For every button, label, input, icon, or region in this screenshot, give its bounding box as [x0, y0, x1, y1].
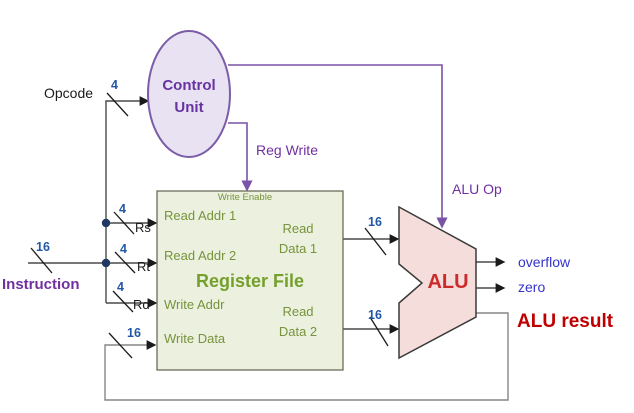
read-data1-port-label: Read Data 1	[278, 221, 318, 256]
instruction-width-slash	[30, 247, 53, 274]
read-data2-port-label: Read Data 2	[278, 304, 318, 339]
reg-write-label: Reg Write	[256, 142, 318, 158]
control-unit-label: Control Unit	[148, 75, 230, 119]
write-data-width-label: 16	[127, 326, 141, 340]
alu-op-wire	[228, 64, 448, 229]
opcode-width-label: 4	[111, 78, 118, 92]
rt-junction-dot	[101, 258, 111, 268]
control-unit-label-line1: Control	[162, 77, 216, 94]
zero-label: zero	[518, 279, 546, 295]
rs-junction-dot	[101, 218, 111, 228]
alu-result-label: ALU result	[517, 311, 614, 332]
register-file-title: Register File	[195, 271, 305, 291]
opcode-width-slash	[106, 92, 129, 117]
rt-width-label: 4	[120, 242, 127, 256]
rd-width-slash	[112, 290, 134, 313]
read-addr1-port-label: Read Addr 1	[164, 208, 237, 223]
write-data-width-slash	[108, 332, 133, 359]
rd-label: Rd	[133, 297, 150, 312]
read-data1-width-label: 16	[368, 215, 382, 229]
overflow-label: overflow	[518, 254, 571, 270]
alu-op-label: ALU Op	[452, 181, 502, 197]
control-unit-label-line2: Unit	[174, 99, 204, 116]
control-unit-block	[147, 30, 231, 158]
alu-title: ALU	[427, 271, 469, 293]
register-file-block	[156, 190, 344, 371]
opcode-label: Opcode	[44, 85, 94, 101]
alu-block	[398, 205, 477, 360]
instruction-label: Instruction	[2, 276, 80, 293]
read-data2-width-slash	[369, 316, 389, 347]
rd-width-label: 4	[117, 280, 124, 294]
rs-width-slash	[113, 211, 135, 235]
rs-label: Rs	[135, 220, 151, 235]
rt-width-slash	[114, 251, 136, 274]
rt-label: Rt	[137, 259, 150, 274]
rs-width-label: 4	[119, 202, 126, 216]
write-data-port-label: Write Data	[164, 331, 226, 346]
alu-result-feedback-wire	[104, 312, 509, 401]
read-data2-width-label: 16	[368, 308, 382, 322]
opcode-branch-wire	[105, 96, 150, 303]
instruction-width-label: 16	[36, 240, 50, 254]
write-addr-port-label: Write Addr	[164, 297, 225, 312]
read-data1-width-slash	[364, 227, 387, 256]
read-addr2-port-label: Read Addr 2	[164, 248, 237, 263]
reg-write-wire	[228, 122, 253, 192]
write-enable-label: Write Enable	[217, 192, 273, 203]
